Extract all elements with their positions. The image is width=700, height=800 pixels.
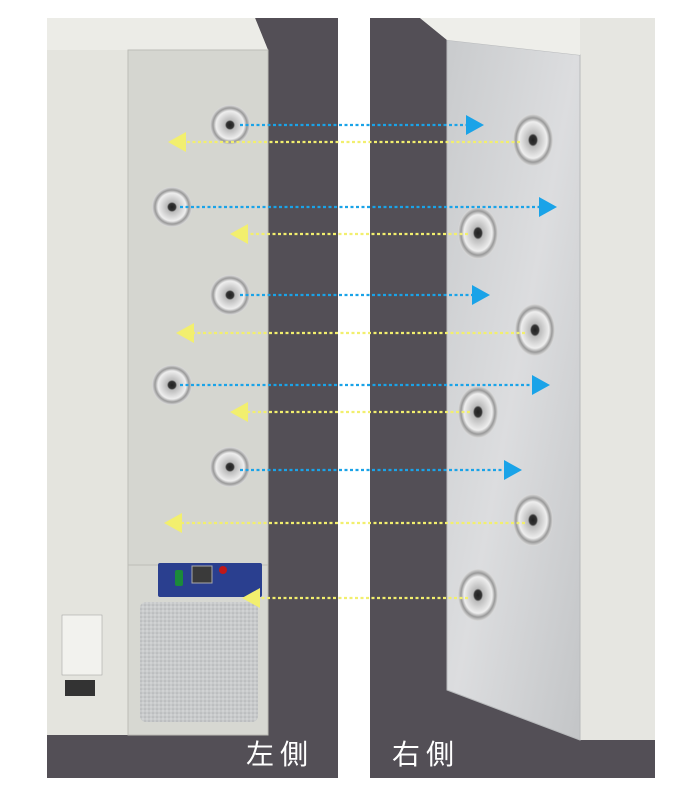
nozzle xyxy=(513,114,553,166)
nozzle xyxy=(513,494,553,546)
blue-arrowhead-icon xyxy=(532,375,550,395)
left-side-label: 左側 xyxy=(246,738,315,771)
nozzle xyxy=(210,447,250,487)
blue-arrowhead-icon xyxy=(504,460,522,480)
right-side-label: 右側 xyxy=(392,738,461,771)
yellow-arrowhead-icon xyxy=(230,402,248,422)
prefilter xyxy=(140,602,258,722)
timer-display xyxy=(191,565,213,584)
blue-arrowhead-icon xyxy=(539,197,557,217)
power-switch[interactable] xyxy=(175,570,183,586)
airflow-arrows xyxy=(164,115,557,608)
rating-label xyxy=(61,614,103,676)
nozzle xyxy=(210,275,250,315)
yellow-arrowhead-icon xyxy=(230,224,248,244)
blue-arrowhead-icon xyxy=(466,115,484,135)
nozzle xyxy=(152,187,192,227)
nozzle xyxy=(515,304,555,356)
nozzle xyxy=(458,569,498,621)
nozzle xyxy=(152,365,192,405)
yellow-arrowhead-icon xyxy=(242,588,260,608)
nozzle xyxy=(458,386,498,438)
right-nozzles xyxy=(458,114,555,621)
right-unit xyxy=(420,18,655,741)
blue-arrowhead-icon xyxy=(472,285,490,305)
yellow-arrowhead-icon xyxy=(176,323,194,343)
power-outlet xyxy=(65,680,95,696)
indicator-lamp xyxy=(219,566,227,574)
yellow-arrowhead-icon xyxy=(168,132,186,152)
yellow-arrowhead-icon xyxy=(164,513,182,533)
left-nozzles xyxy=(152,105,250,487)
nozzle xyxy=(458,207,498,259)
nozzle xyxy=(210,105,250,145)
